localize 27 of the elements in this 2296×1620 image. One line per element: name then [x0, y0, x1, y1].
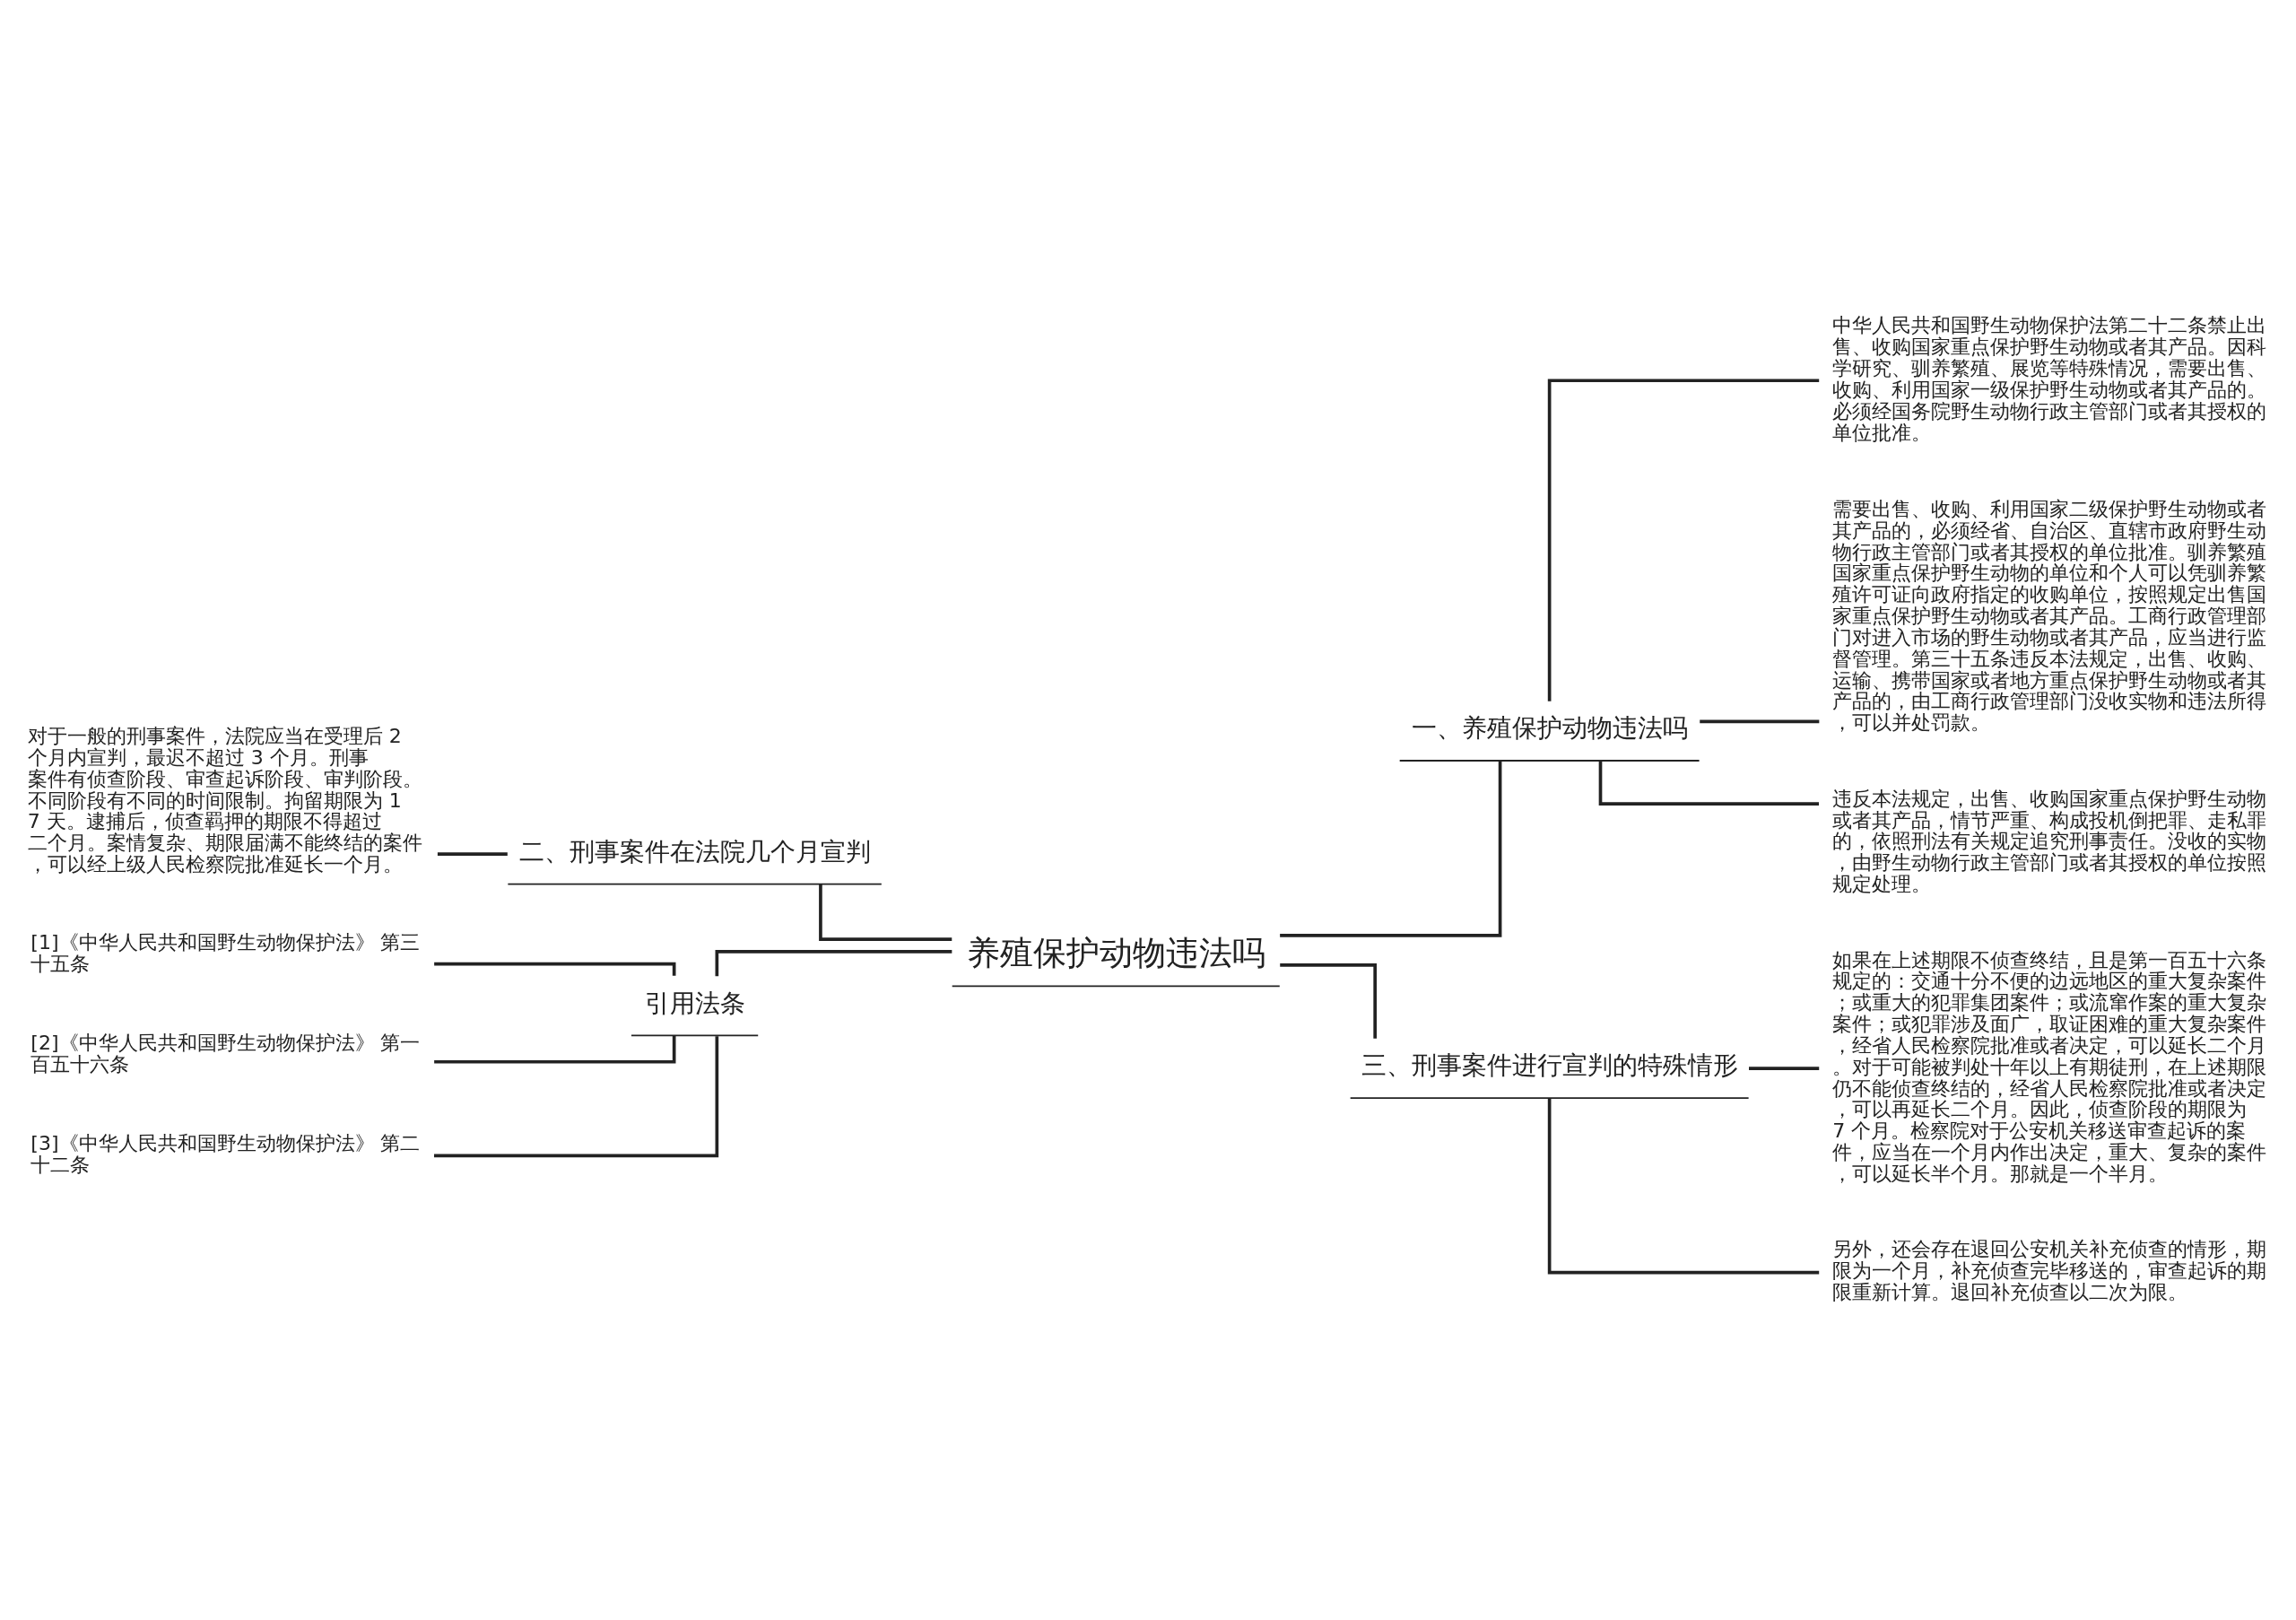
node-text: 三、刑事案件进行宣判的特殊情形: [1361, 1050, 1738, 1079]
node-text: 引用法条: [644, 988, 745, 1017]
connector: [1547, 378, 1820, 701]
node-text: [2]《中华人民共和国野生动物保护法》 第一百五十六条: [30, 1031, 421, 1076]
connector: [1598, 760, 1819, 806]
connector: [819, 884, 952, 941]
connector: [437, 851, 508, 856]
node-text: 需要出售、收购、利用国家二级保护野生动物或者其产品的，必须经省、自治区、直辖市政府野生动物行政主管部门或者其授权的单位批准。驯养繁殖国家重点保护野生动物的单位和个人可以凭驯养繁殖许可证向政府指定的收购单位，按照规定出售国家重点保护野生动物或者其产品。工商行政管理部门对进入市场的野生动物或者其产品，应当进行监督管理。第三十五条违反本法规定，出售、收购、运输、携带国家或者地方重点保护野生动物或者其产品的，由工商行政管理部门没收实物和违法所得，可以并处罚款。: [1832, 497, 2267, 734]
node-text: 违反本法规定，出售、收购国家重点保护野生动物或者其产品，情节严重、构成投机倒把罪、走私罪的，依照刑法有关规定追究刑事责任。没收的实物，由野生动物行政主管部门或者其授权的单位按照规定处理。: [1832, 787, 2267, 895]
connector: [434, 962, 676, 976]
connector: [1280, 760, 1502, 937]
node-text: 一、养殖保护动物违法吗: [1411, 712, 1688, 742]
node-text: 如果在上述期限不侦查终结，且是第一百五十六条规定的：交通十分不便的边远地区的重大复杂案件；或重大的犯罪集团案件；或流窜作案的重大复杂案件；或犯罪涉及面广，取证困难的重大复杂案件，经省人民检察院批准或者决定，可以延长二个月。对于可能被判处十年以上有期徒刑，在上述期限仍不能侦查终结的，经省人民检察院批准或者决定，可以再延长二个月。因此，侦查阶段的期限为 7 个月。检察院对于公安机关移送审查起诉的案件，应当在一个月内作出决定，重大、复杂的案件，可以延长半个月。那就是一个半月。: [1832, 948, 2267, 1185]
connector: [433, 1035, 719, 1157]
connector: [715, 949, 952, 976]
node-text: 养殖保护动物违法吗: [966, 933, 1265, 972]
node-text: 二、刑事案件在法院几个月宣判: [518, 836, 871, 866]
connector: [434, 1035, 676, 1064]
node-text: 中华人民共和国野生动物保护法第二十二条禁止出售、收购国家重点保护野生动物或者其产品。因科学研究、驯养繁殖、展览等特殊情况，需要出售、收购、利用国家一级保护野生动物或者其产品的。必须经国务院野生动物行政主管部门或者其授权的单位批准。: [1832, 313, 2267, 444]
node-text: [1]《中华人民共和国野生动物保护法》 第三十五条: [30, 930, 421, 975]
connector: [1280, 962, 1377, 1039]
node-text: 对于一般的刑事案件，法院应当在受理后 2 个月内宣判，最迟不超过 3 个月。刑事案件有侦查阶段、审查起诉阶段、审判阶段。不同阶段有不同的时间限制。拘留期限为 1 7 天。逮捕后，侦查羁押的期限不得超过二个月。案情复杂、期限届满不能终结的案件，可以经上级人民检察院批准延长一个月。: [27, 724, 422, 875]
connector: [1547, 1097, 1820, 1274]
connector: [1700, 719, 1820, 723]
node-text: [3]《中华人民共和国野生动物保护法》 第二十二条: [30, 1131, 421, 1176]
node-text: 另外，还会存在退回公安机关补充侦查的情形，期限为一个月，补充侦查完毕移送的，审查起诉的期限重新计算。退回补充侦查以二次为限。: [1832, 1237, 2267, 1303]
connector: [1749, 1066, 1820, 1070]
